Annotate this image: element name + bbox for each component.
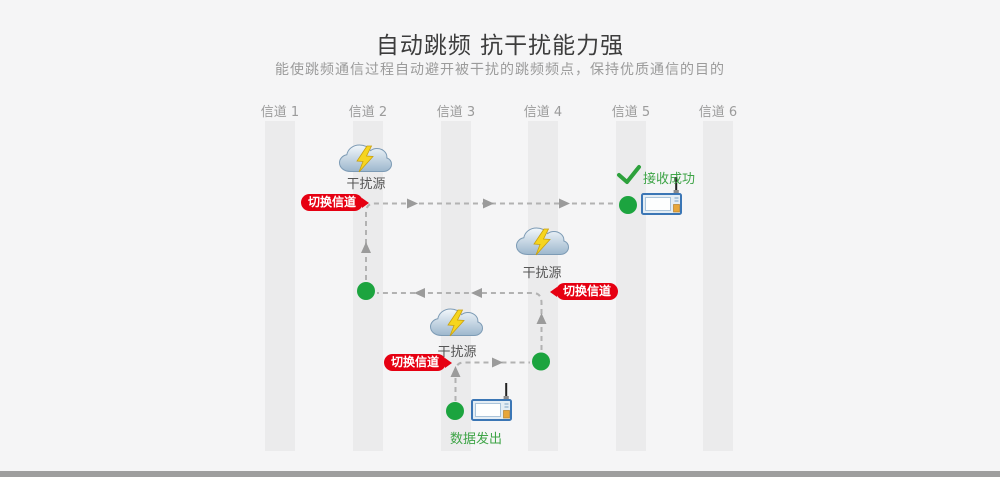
channel-hop-dot [532, 352, 550, 371]
switch-channel-bubble: 切换信道 [301, 194, 370, 211]
channel-band-4 [528, 121, 558, 451]
arrow-up-icon [450, 366, 461, 377]
arrow-up-icon [536, 313, 547, 324]
bottom-divider [0, 471, 1000, 477]
switch-channel-bubble: 切换信道 [384, 354, 453, 371]
channel-band-1 [265, 121, 295, 451]
data-sent-label: 数据发出 [450, 432, 503, 447]
channel-hop-dot [619, 196, 637, 214]
channel-label-1: 信道 1 [260, 105, 300, 120]
switch-channel-bubble: 切换信道 [549, 283, 619, 300]
arrow-right-icon [483, 198, 494, 209]
transmitter-device-icon [471, 382, 512, 421]
interference-cloud-icon [516, 227, 569, 256]
success-check-icon [617, 165, 641, 184]
channel-label-6: 信道 6 [698, 105, 738, 120]
interference-label: 干扰源 [437, 345, 477, 360]
channel-label-3: 信道 3 [436, 105, 476, 120]
channel-hop-dot [357, 282, 375, 300]
page-title: 自动跳频 抗干扰能力强 [375, 33, 625, 59]
channel-band-6 [703, 121, 733, 451]
arrow-left-icon [471, 288, 482, 298]
interference-cloud-icon [430, 308, 483, 337]
channel-label-4: 信道 4 [523, 105, 563, 120]
interference-label: 干扰源 [346, 177, 386, 192]
arrow-left-icon [414, 288, 425, 298]
receive-success-label: 接收成功 [643, 172, 696, 187]
channel-hop-dot [446, 402, 464, 420]
interference-label: 干扰源 [522, 266, 562, 281]
hop-path-segment-1 [454, 361, 530, 401]
arrow-up-icon [361, 242, 371, 253]
interference-cloud-icon [339, 144, 392, 173]
arrow-right-icon [492, 357, 503, 368]
channel-label-5: 信道 5 [611, 105, 651, 120]
arrow-right-icon [407, 198, 418, 209]
arrow-right-icon [559, 198, 570, 209]
page-subtitle: 能使跳频通信过程自动避开被干扰的跳频频点，保持优质通信的目的 [275, 62, 725, 78]
hop-path-segment-3 [365, 202, 617, 280]
hop-path-segment-2 [377, 292, 543, 350]
channel-label-2: 信道 2 [348, 105, 388, 120]
